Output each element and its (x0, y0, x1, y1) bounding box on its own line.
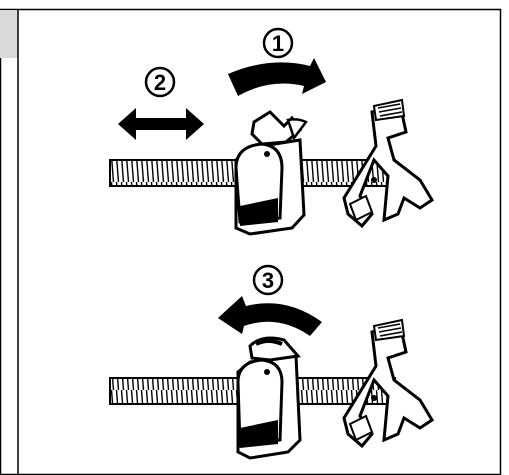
sliding-jaw (236, 336, 302, 460)
step-1-label: 1 (272, 31, 284, 56)
step-1-badge (262, 27, 294, 59)
page-tab (0, 10, 18, 58)
bottom-clamp-panel: 3 (109, 264, 435, 460)
slide-both-directions-arrow (118, 108, 204, 140)
fixed-handle (342, 318, 435, 449)
step-3-label: 3 (262, 268, 274, 293)
sliding-jaw (234, 110, 308, 236)
step-2-badge (144, 66, 176, 98)
rotate-backward-arrow (218, 296, 322, 336)
step-2-label: 2 (154, 70, 166, 95)
step-3-badge (252, 264, 284, 296)
rotate-forward-arrow (228, 58, 326, 96)
top-clamp-panel: 1 2 (109, 27, 435, 236)
fixed-handle (342, 98, 435, 229)
